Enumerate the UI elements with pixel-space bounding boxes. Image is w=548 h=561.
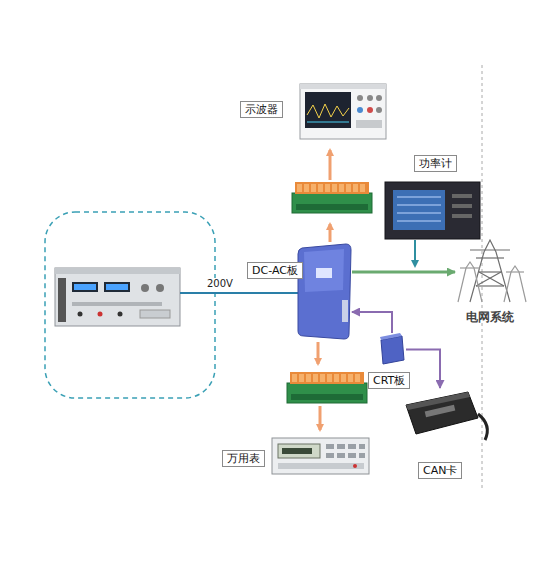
- crt-board-image: [380, 333, 404, 364]
- device-label: CRT板: [368, 372, 410, 389]
- relay-board: [292, 182, 372, 213]
- connector-arrow: [406, 350, 440, 389]
- power-meter-image: [385, 182, 480, 239]
- can-card-image: [406, 392, 487, 440]
- inverter-node: DC-AC板: [297, 243, 352, 340]
- measure-arrow: [414, 240, 416, 266]
- power-supply: [55, 268, 180, 326]
- node-text: 电网系统: [455, 309, 525, 326]
- source-region: [45, 212, 215, 398]
- crt-board-node: CRT板: [378, 333, 406, 366]
- multimeter-image: [272, 438, 369, 474]
- relay-board: [287, 372, 367, 403]
- device-label: DC-AC板: [247, 262, 303, 279]
- connector-arrow: [352, 312, 392, 333]
- oscilloscope-node: 示波器: [300, 82, 388, 140]
- oscilloscope-image: [300, 84, 386, 139]
- inverter-image: [298, 244, 351, 339]
- grid-tower: [458, 240, 526, 302]
- device-label: CAN卡: [418, 462, 462, 479]
- power-meter-node: 功率计: [385, 180, 480, 240]
- device-label: 功率计: [414, 155, 457, 172]
- multimeter-node: 万用表: [272, 436, 370, 476]
- can-card-node: CAN卡: [402, 388, 482, 438]
- grid-node: 电网系统: [455, 238, 525, 326]
- device-label: 万用表: [222, 450, 265, 467]
- device-label: 示波器: [240, 101, 283, 118]
- dc-line: [180, 292, 298, 294]
- boundary-line: [482, 65, 483, 490]
- connector-arrow: [352, 271, 455, 274]
- voltage-label: 200V: [206, 278, 234, 290]
